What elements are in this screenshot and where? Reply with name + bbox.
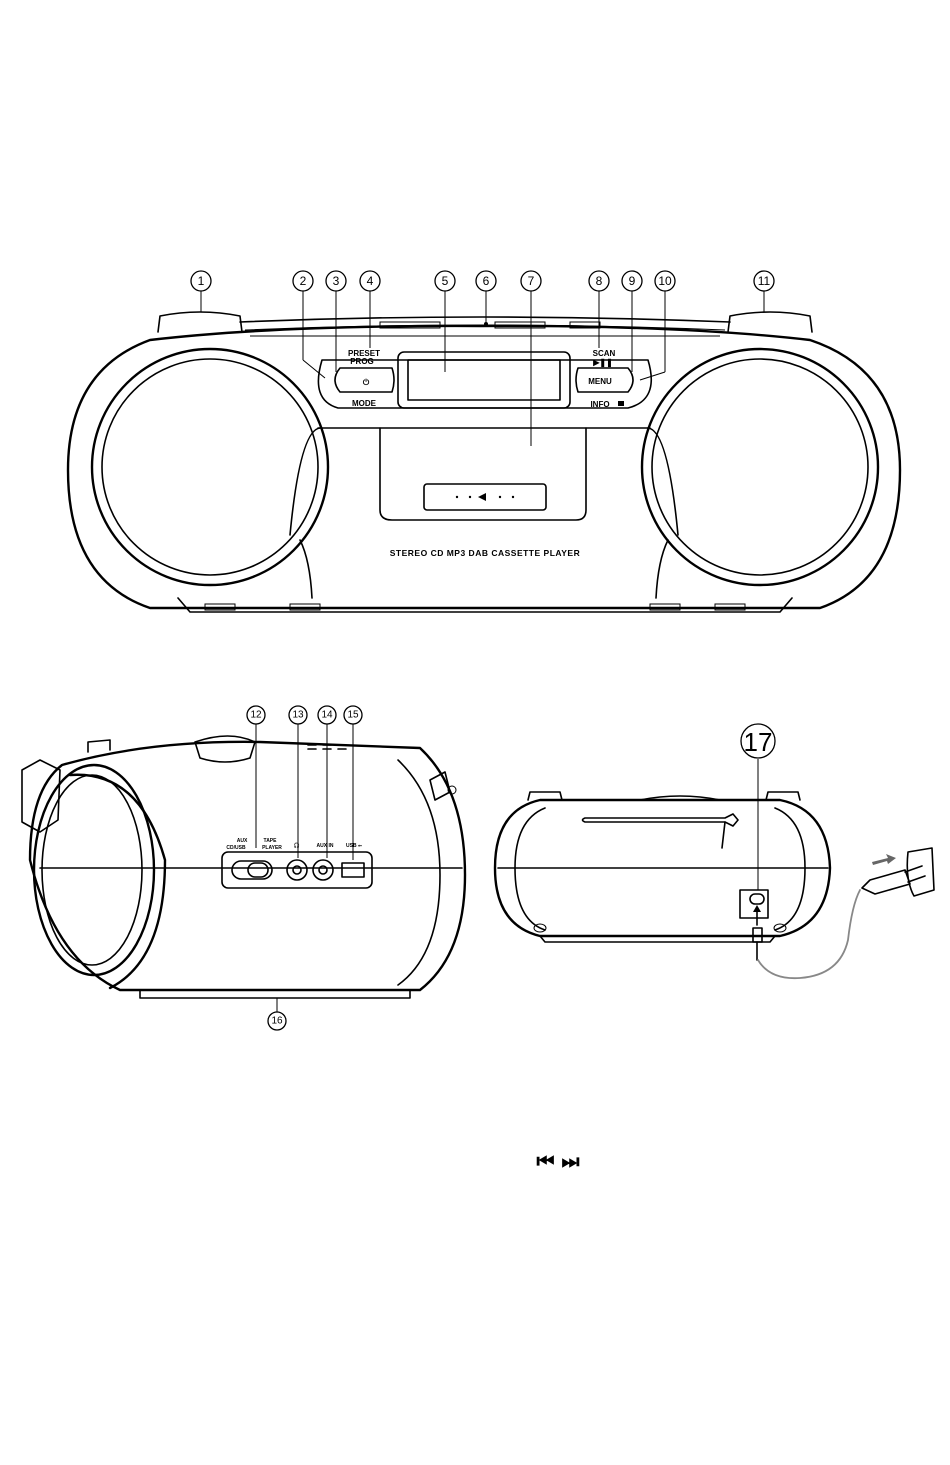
callout-15: 15 xyxy=(344,706,362,724)
usb-label: USB ⭠ xyxy=(346,843,362,849)
player-label: PLAYER xyxy=(262,845,282,851)
play-pause-icon: ▶❚❚ xyxy=(592,358,613,368)
svg-text:13: 13 xyxy=(292,710,304,721)
callout-7: 7 xyxy=(521,271,541,291)
usb-port[interactable] xyxy=(342,863,364,877)
antenna xyxy=(583,814,739,826)
svg-text:16: 16 xyxy=(271,1016,283,1027)
wall-outlet xyxy=(907,848,934,896)
callout-8: 8 xyxy=(589,271,609,291)
callout-13: 13 xyxy=(289,706,307,724)
info-label: INFO xyxy=(590,400,609,409)
insert-arrow-icon xyxy=(872,854,896,865)
svg-text:17: 17 xyxy=(744,727,773,757)
menu-label: MENU xyxy=(588,377,612,386)
svg-text:3: 3 xyxy=(333,274,340,288)
callout-9: 9 xyxy=(622,271,642,291)
callout-14: 14 xyxy=(318,706,336,724)
callout-5: 5 xyxy=(435,271,455,291)
handle-right xyxy=(728,312,812,332)
svg-text:8: 8 xyxy=(596,274,603,288)
headphone-jack[interactable] xyxy=(287,860,307,880)
ac-socket[interactable] xyxy=(750,894,764,904)
mode-label: MODE xyxy=(352,399,377,408)
speaker-right xyxy=(642,349,878,585)
side-speaker-ring xyxy=(34,765,154,975)
skip-back-forward-icons: ⏮ ⏭ xyxy=(537,1149,580,1173)
svg-text:14: 14 xyxy=(321,710,333,721)
callout-6: 6 xyxy=(476,271,496,291)
display-screen xyxy=(408,360,560,400)
callout-4: 4 xyxy=(360,271,380,291)
svg-text:6: 6 xyxy=(483,274,490,288)
callout-11: 11 xyxy=(754,271,774,291)
callout-12: 12 xyxy=(247,706,265,724)
svg-text:12: 12 xyxy=(250,710,262,721)
cassette-door[interactable] xyxy=(380,428,586,520)
headphones-icon: 🎧 xyxy=(294,842,300,849)
svg-text:11: 11 xyxy=(758,274,771,288)
power-icon: ⏻ xyxy=(363,378,370,387)
scan-label: SCAN xyxy=(593,349,616,358)
svg-text:15: 15 xyxy=(347,710,359,721)
aux-in-label: AUX IN xyxy=(317,843,334,849)
product-name: STEREO CD MP3 DAB CASSETTE PLAYER xyxy=(390,548,580,558)
base xyxy=(178,598,792,612)
svg-text:9: 9 xyxy=(629,274,636,288)
speaker-left xyxy=(92,349,328,585)
cd-usb-label: CD/USB xyxy=(226,845,246,851)
svg-text:5: 5 xyxy=(442,274,449,288)
side-view: AUX CD/USB TAPE PLAYER 🎧 AUX IN USB ⭠ 12… xyxy=(22,706,465,1030)
callout-17: 17 xyxy=(741,724,775,758)
tape-label: TAPE xyxy=(264,838,278,844)
aux-in-jack[interactable] xyxy=(313,860,333,880)
callout-1: 1 xyxy=(191,271,211,291)
rear-view: 17 xyxy=(495,724,934,978)
callout-10: 10 xyxy=(655,271,675,291)
svg-text:10: 10 xyxy=(658,274,672,288)
top-deck xyxy=(240,317,730,322)
side-body-outline xyxy=(30,742,465,990)
svg-text:2: 2 xyxy=(300,274,307,288)
svg-text:1: 1 xyxy=(198,274,205,288)
jack-panel xyxy=(222,852,372,888)
info-square-icon xyxy=(618,401,624,406)
prog-label: PROG xyxy=(350,357,374,366)
power-cord xyxy=(758,890,860,978)
svg-text:4: 4 xyxy=(367,274,374,288)
callout-3: 3 xyxy=(326,271,346,291)
aux-label: AUX xyxy=(237,838,248,844)
body-outline xyxy=(68,326,900,608)
svg-text:7: 7 xyxy=(528,274,535,288)
callout-2: 2 xyxy=(293,271,313,291)
callout-16: 16 xyxy=(268,1012,286,1030)
handle-left xyxy=(158,312,242,332)
mains-plug xyxy=(862,870,910,894)
front-view: ⏻ PRESET PROG MODE SCAN ▶❚❚ MENU INFO ST… xyxy=(68,271,900,612)
